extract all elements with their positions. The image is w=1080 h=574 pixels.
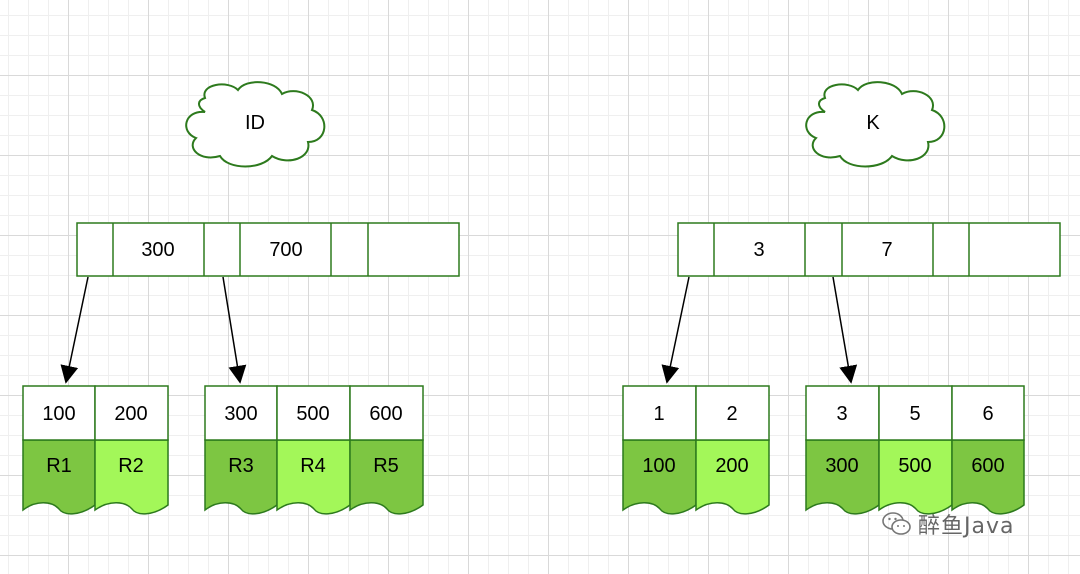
root-node: 300 700 (76, 222, 460, 277)
leaf-value: R3 (228, 455, 254, 477)
pointer-arrow (661, 276, 690, 384)
pointer-arrow (832, 276, 858, 384)
watermark-text: 醉鱼Java (918, 514, 1015, 539)
leaf-key: 6 (982, 403, 993, 425)
leaf-value: 300 (825, 455, 858, 477)
leaf-value: R4 (300, 455, 326, 477)
leaf-page: 100 200 R1 R2 (22, 385, 169, 515)
root-key: 700 (269, 239, 302, 261)
leaf-page: 3 5 6 300 500 600 (805, 385, 1025, 515)
leaf-key: 1 (653, 403, 664, 425)
leaf-value: 500 (898, 455, 931, 477)
pointer-arrow (222, 276, 247, 384)
leaf-key: 5 (909, 403, 920, 425)
leaf-key: 500 (296, 403, 329, 425)
watermark: 醉鱼Java (882, 508, 1014, 540)
root-node: 3 7 (677, 222, 1061, 277)
leaf-value: 200 (715, 455, 748, 477)
leaf-key: 300 (224, 403, 257, 425)
primary-index-tree: ID 300 700 100 200 R1 R2 (22, 81, 460, 515)
index-name-label: ID (245, 112, 265, 134)
leaf-key: 3 (836, 403, 847, 425)
root-key: 7 (881, 239, 892, 261)
leaf-value: 600 (971, 455, 1004, 477)
leaf-page: 300 500 600 R3 R4 R5 (204, 385, 424, 515)
leaf-key: 2 (726, 403, 737, 425)
leaf-key: 100 (42, 403, 75, 425)
leaf-key: 600 (369, 403, 402, 425)
leaf-page: 1 2 100 200 (622, 385, 770, 515)
leaf-value: R5 (373, 455, 399, 477)
wechat-icon (882, 512, 911, 535)
leaf-key: 200 (114, 403, 147, 425)
root-key: 300 (141, 239, 174, 261)
root-key: 3 (753, 239, 764, 261)
secondary-index-tree: K 3 7 1 2 100 200 (622, 81, 1061, 515)
index-name-cloud: ID (185, 81, 326, 168)
leaf-value: R1 (46, 455, 72, 477)
index-name-cloud: K (805, 81, 946, 168)
index-name-label: K (866, 112, 880, 134)
leaf-value: 100 (642, 455, 675, 477)
leaf-value: R2 (118, 455, 144, 477)
pointer-arrow (60, 276, 89, 384)
